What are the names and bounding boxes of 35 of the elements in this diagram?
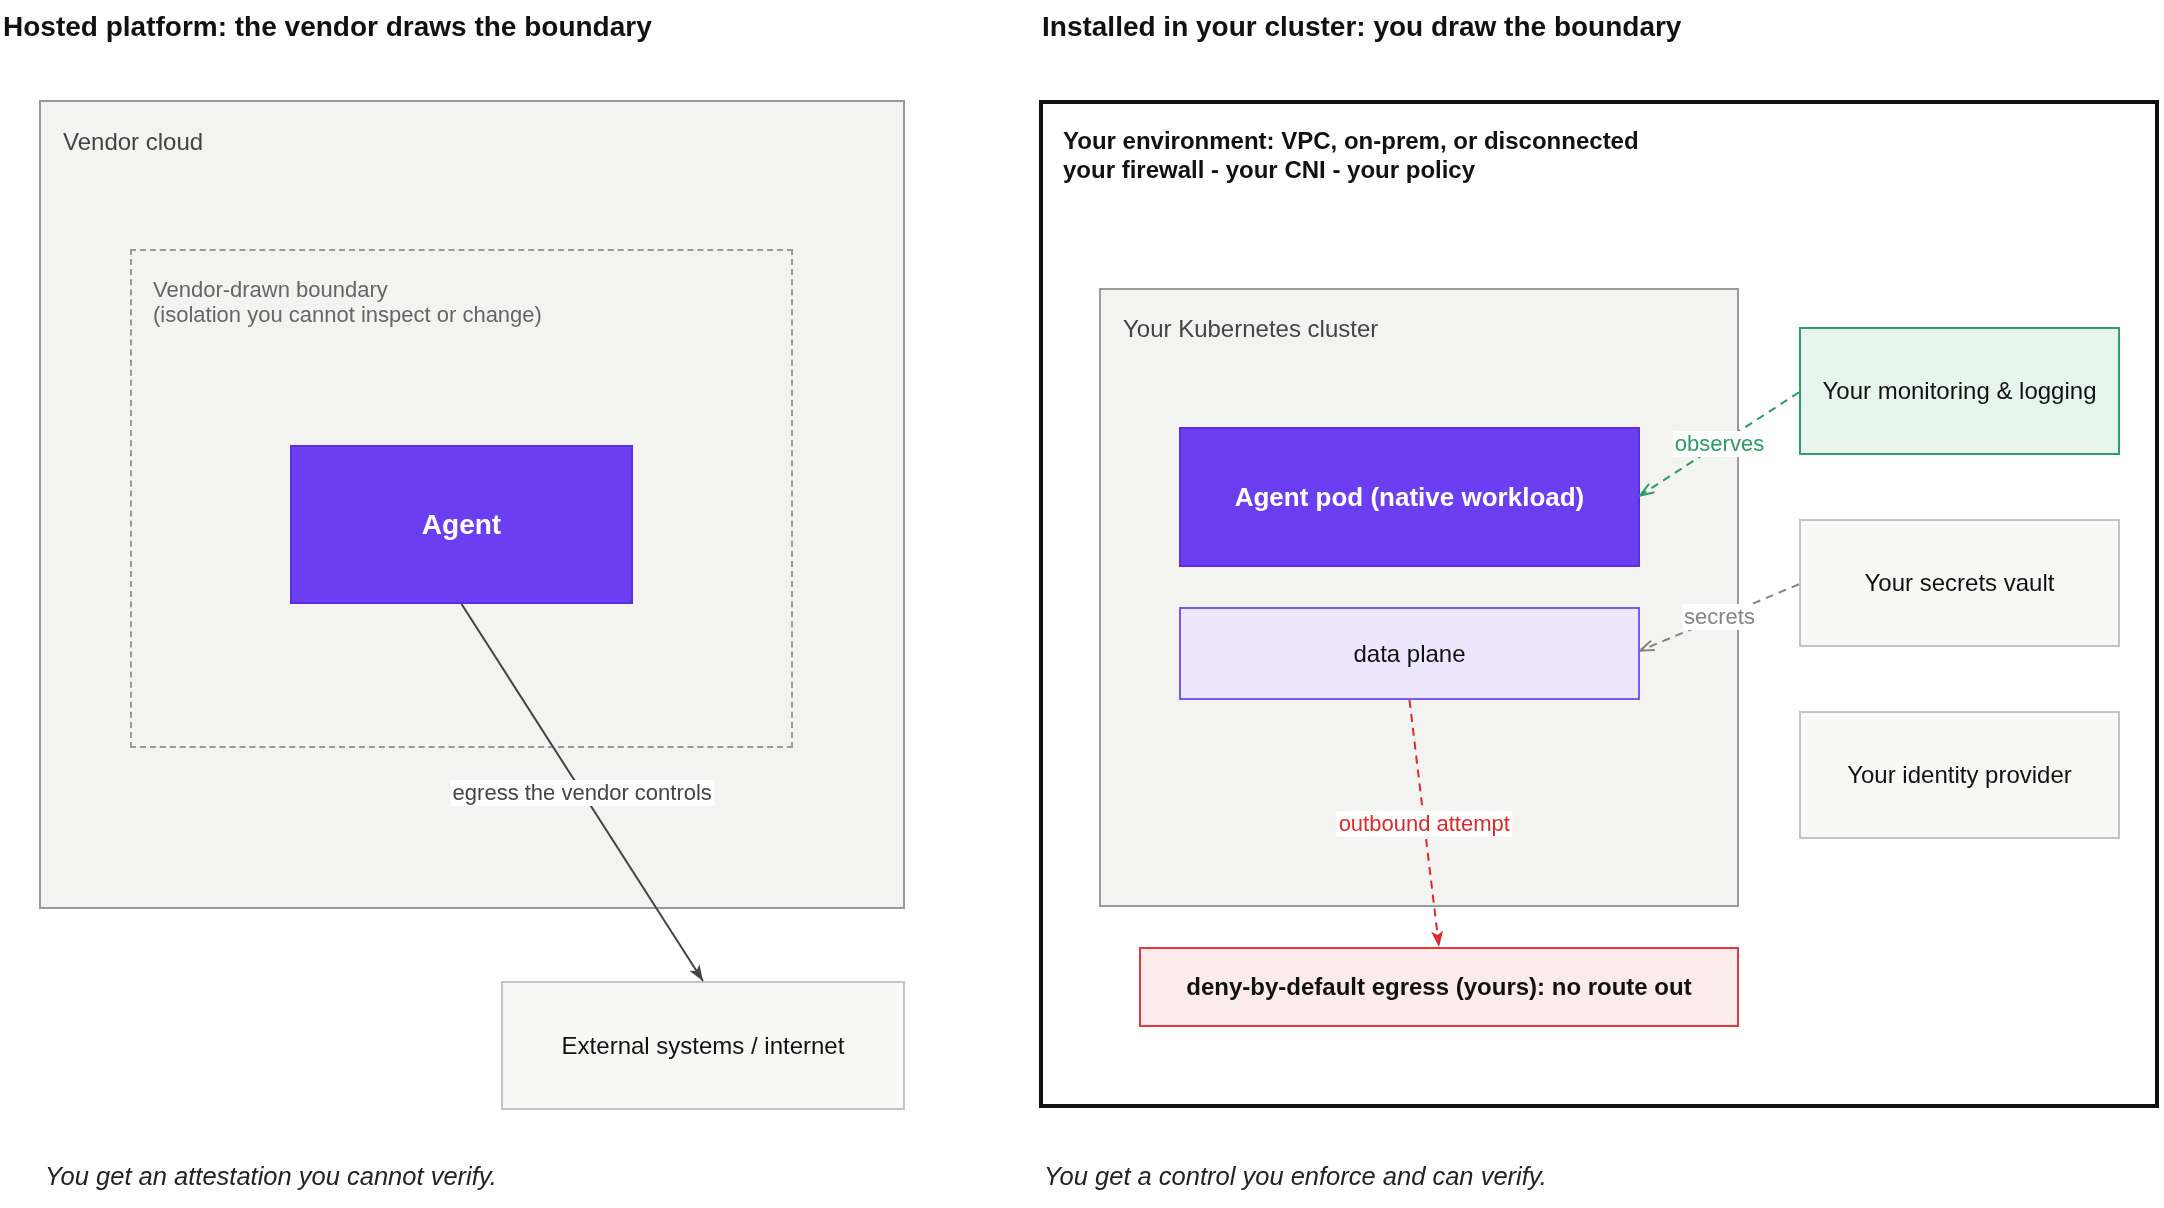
boundary-note: (isolation you cannot inspect or change) [153,302,542,327]
egress-policy-box [1139,947,1739,1027]
box-label: data plane [1353,639,1466,668]
agent-pod-label: Agent pod (native workload) [1234,481,1585,513]
cloud-container [39,100,905,909]
agent-box [290,445,633,604]
edge-label: secrets [1682,604,1757,631]
environment-frame [1039,100,2159,1108]
identity-provider-box [1799,711,2120,839]
box-label: Your identity provider [1847,761,2072,789]
box-label: Your secrets vault [1864,569,2055,597]
monitoring-box [1799,327,2120,455]
edge-label: egress the vendor controls [450,779,714,806]
panel-caption: You get an attestation you cannot verify. [45,1161,497,1192]
boundary-label: Vendor-drawn boundary [153,277,388,302]
panel-caption: You get a control you enforce and can verify. [1044,1161,1547,1192]
container-label: Your Kubernetes cluster [1123,315,1379,343]
panel-heading: Installed in your cluster: you draw the boundary [1042,10,1682,44]
external-systems-box [501,981,905,1110]
environment-heading: Your environment: VPC, on-prem, or disconnected [1063,126,1639,155]
agent-pod-box [1179,427,1640,567]
box-label: External systems / internet [561,1031,845,1060]
agent-label: Agent [421,508,502,541]
edge-label: outbound attempt [1336,810,1512,837]
edge-label: observes [1672,430,1767,457]
box-label: Your monitoring & logging [1822,377,2097,405]
dashed-boundary [130,249,793,748]
arrow [460,603,704,982]
container-label: Vendor cloud [63,128,204,156]
environment-subheading: your firewall - your CNI - your policy [1063,155,1476,184]
dashed-arrow [1408,699,1444,948]
panel-heading: Hosted platform: the vendor draws the boundary [3,10,652,44]
policy-label: deny-by-default egress (yours): no route out [1186,973,1692,1001]
secrets-vault-box [1799,519,2120,647]
data-plane-box [1179,607,1640,700]
